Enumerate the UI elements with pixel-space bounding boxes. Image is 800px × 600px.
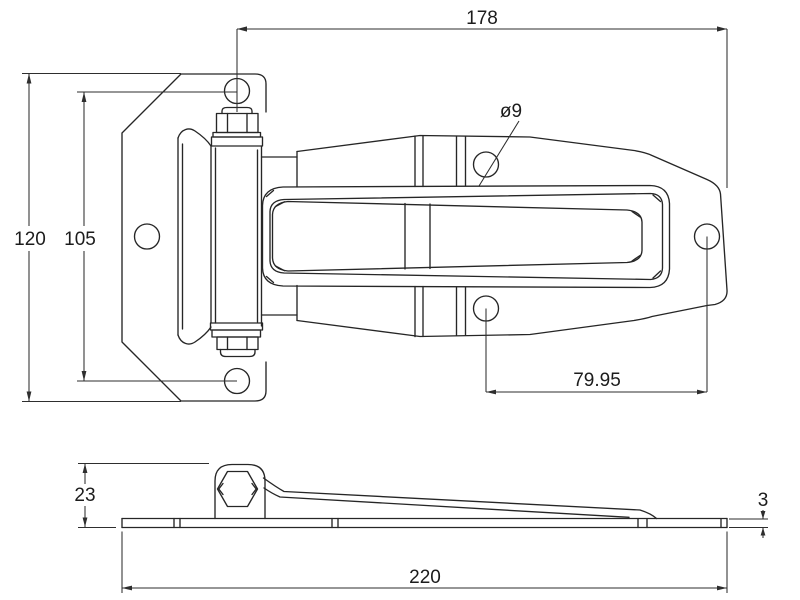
slot-corner-chamfers: [265, 189, 662, 284]
dimension-hole-diameter: ø9: [478, 101, 522, 187]
dimension-105: 105: [64, 91, 237, 382]
hex-nut-top: [215, 112, 259, 134]
bracket-hole-left: [133, 223, 161, 250]
slot-inner-lip: [269, 192, 664, 281]
dim-label-79-95: 79.95: [573, 370, 621, 391]
strap-silhouette: [296, 134, 728, 338]
strap-bend-lines: [414, 135, 467, 338]
dimension-3: 3: [729, 490, 768, 538]
strap-hole-upper: [472, 151, 500, 178]
slot-outer-lip: [261, 184, 671, 289]
dimension-120: 120: [14, 72, 181, 403]
bracket-knuckle-fold: [177, 128, 212, 345]
slot-through-opening: [271, 200, 643, 272]
side-plate: [121, 517, 728, 529]
top-view: [121, 73, 728, 402]
pin-cap-bottom: [219, 348, 256, 358]
strap-outline: [260, 134, 728, 338]
dim-label-120: 120: [14, 229, 46, 250]
hex-nut-profile: [216, 470, 259, 508]
dim-label-105: 105: [64, 229, 96, 250]
dimension-79-95: 79.95: [485, 236, 708, 395]
dimension-220: 220: [121, 531, 728, 593]
pin-barrel: [210, 145, 263, 327]
hex-nut-bottom: [216, 336, 259, 351]
dim-label-220: 220: [409, 567, 441, 588]
top-nut-assembly: [210, 106, 264, 147]
side-view: [121, 463, 728, 529]
knuckle-arch: [214, 463, 266, 520]
bracket-outline: [121, 73, 267, 402]
washer-bottom-1: [209, 322, 264, 331]
washer-top-2: [210, 136, 264, 147]
dimension-178: 178: [236, 8, 728, 188]
dim-label-178: 178: [466, 8, 498, 29]
bottom-nut-assembly: [209, 322, 264, 358]
dimension-23: 23: [74, 462, 209, 529]
side-knuckle: [214, 463, 266, 520]
side-strap-profile: [262, 477, 658, 520]
dim-label-3: 3: [758, 490, 769, 511]
washer-bottom-2: [211, 329, 262, 338]
dim-label-dia9: ø9: [500, 101, 522, 122]
strap-slot: [261, 184, 671, 289]
dim-label-23: 23: [74, 485, 95, 506]
